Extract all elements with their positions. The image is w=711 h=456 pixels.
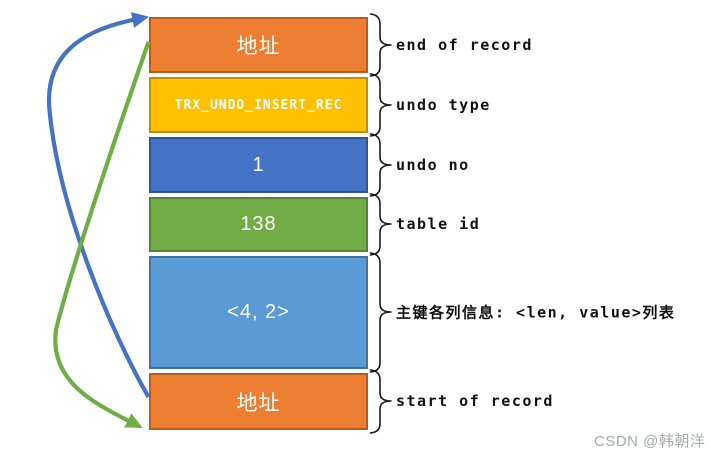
blue-curved-arrow xyxy=(46,12,151,399)
field-box-key-values: <4, 2> xyxy=(149,256,368,369)
brace-undo-no xyxy=(369,133,392,197)
field-value: 地址 xyxy=(236,391,281,415)
green-curved-arrow xyxy=(53,41,151,429)
field-value: TRX_UNDO_INSERT_REC xyxy=(174,97,343,113)
field-box-undo-no: 1 xyxy=(149,137,368,193)
brace-undo-type xyxy=(369,73,392,137)
field-label-undo-type: undo type xyxy=(396,96,491,114)
brace-end-of-record xyxy=(369,13,392,77)
brace-key-values xyxy=(369,252,392,373)
field-label-undo-no: undo no xyxy=(396,156,470,174)
brace-start-of-record xyxy=(369,369,392,434)
brace-table-id xyxy=(369,193,392,256)
watermark: CSDN @韩朝洋 xyxy=(594,433,706,450)
field-label-table-id: table id xyxy=(396,215,481,233)
field-box-undo-type: TRX_UNDO_INSERT_REC xyxy=(149,77,368,133)
field-value: 1 xyxy=(252,153,265,176)
field-label-end-of-record: end of record xyxy=(396,36,533,54)
field-box-end-address: 地址 xyxy=(149,17,368,73)
field-value: 地址 xyxy=(236,35,281,58)
field-label-start-of-record: start of record xyxy=(396,392,554,410)
field-box-table-id: 138 xyxy=(149,197,368,252)
field-box-start-address: 地址 xyxy=(149,373,368,430)
field-label-key-values: 主键各列信息: <len, value>列表 xyxy=(396,303,676,322)
field-value: 138 xyxy=(240,213,277,235)
field-value: <4, 2> xyxy=(227,301,290,323)
